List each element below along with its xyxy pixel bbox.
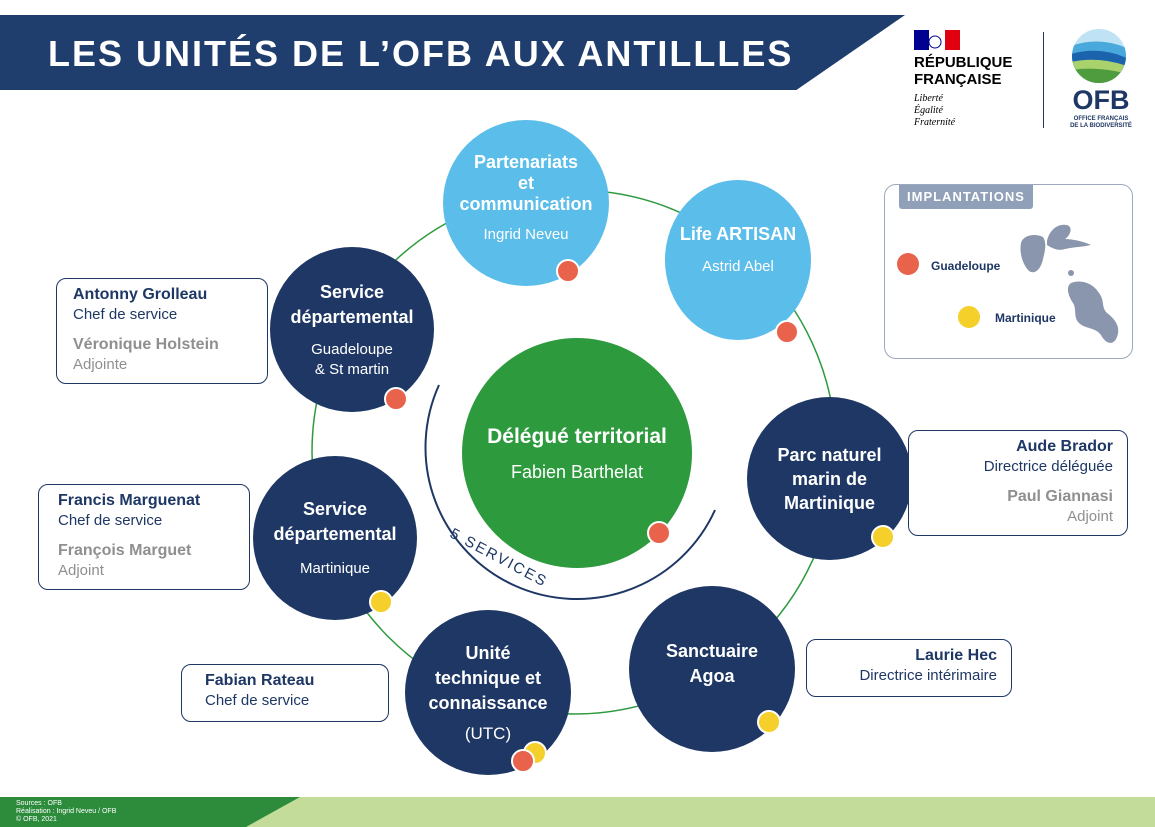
card-parc: Aude Brador Directrice déléguée Paul Gia… bbox=[908, 430, 1128, 536]
footer-accent bbox=[0, 797, 300, 827]
utc-title-1: Unité bbox=[465, 643, 511, 663]
sd-guadeloupe-title-1: Service bbox=[319, 281, 385, 302]
partenariats-title-2: et bbox=[517, 172, 534, 193]
sd-martinique-martinique-dot bbox=[369, 590, 393, 614]
card-parc-name1: Aude Brador bbox=[1016, 438, 1113, 455]
footer-copyright: © OFB, 2021 bbox=[16, 816, 57, 823]
inner-arc bbox=[424, 384, 716, 600]
sanctuaire-title-2: Agoa bbox=[689, 666, 735, 686]
utc-sub: (UTC) bbox=[464, 724, 512, 743]
republique-francaise-logo: RÉPUBLIQUE FRANÇAISE Liberté Égalité Fra… bbox=[914, 30, 1044, 130]
card-sd-martinique-name2: François Marguet bbox=[58, 542, 192, 559]
implantations-panel: IMPLANTATIONS Guadeloupe Martinique bbox=[884, 184, 1133, 359]
guadeloupe-island-map bbox=[1020, 224, 1091, 276]
center-title: Délégué territorial bbox=[487, 425, 667, 448]
utc-guadeloupe-dot bbox=[511, 749, 535, 773]
sd-martinique-title-2: départemental bbox=[273, 524, 397, 544]
ofb-logo-sub1: OFFICE FRANÇAIS bbox=[1073, 116, 1129, 122]
card-sd-martinique-role1: Chef de service bbox=[58, 512, 163, 529]
republique-line2: FRANÇAISE bbox=[914, 71, 1002, 88]
parc-title-1: Parc naturel bbox=[777, 444, 882, 465]
card-sd-guadeloupe: Antonny Grolleau Chef de service Véroniq… bbox=[56, 278, 268, 384]
republique-line1: RÉPUBLIQUE bbox=[914, 54, 1013, 71]
ofb-logo: OFB OFFICE FRANÇAIS DE LA BIODIVERSITÉ bbox=[1058, 28, 1148, 133]
life-artisan-circle: Life ARTISAN Astrid Abel bbox=[665, 180, 811, 340]
card-sd-guadeloupe-name2: Véronique Holstein bbox=[73, 336, 219, 353]
parc-title-2: marin de bbox=[791, 468, 868, 489]
sd-martinique-sub: Martinique bbox=[299, 560, 371, 577]
card-utc-name1: Fabian Rateau bbox=[205, 672, 315, 689]
life-artisan-guadeloupe-dot bbox=[775, 320, 799, 344]
life-artisan-lead: Astrid Abel bbox=[702, 257, 774, 275]
parc-martinique-dot bbox=[871, 525, 895, 549]
card-parc-role2: Adjoint bbox=[1067, 508, 1113, 525]
motto-fraternite: Fraternité bbox=[914, 117, 956, 128]
sd-guadeloupe-title-2: départemental bbox=[290, 306, 414, 327]
service-departemental-guadeloupe-circle: Service départemental Guadeloupe & St ma… bbox=[270, 247, 434, 412]
motto-liberte: Liberté bbox=[914, 93, 943, 104]
card-parc-role1: Directrice déléguée bbox=[983, 458, 1113, 475]
sd-guadeloupe-sub-1: Guadeloupe bbox=[311, 340, 393, 358]
card-parc-name2: Paul Giannasi bbox=[1007, 488, 1113, 505]
legend-guadeloupe-dot bbox=[897, 253, 919, 275]
card-utc: Fabian Rateau Chef de service bbox=[181, 664, 389, 722]
card-sanctuaire-name1: Laurie Hec bbox=[915, 647, 997, 664]
page-title: LES UNITÉS DE L’OFB AUX ANTILLLES bbox=[48, 33, 794, 74]
ofb-logo-sub2: DE LA BIODIVERSITÉ bbox=[1070, 123, 1132, 129]
life-artisan-title: Life ARTISAN bbox=[679, 223, 797, 244]
partenariats-title-1: Partenariats bbox=[473, 151, 579, 172]
martinique-island-map bbox=[1067, 281, 1119, 343]
partenariats-communication-circle: Partenariats et communication Ingrid Nev… bbox=[443, 120, 609, 286]
card-sd-guadeloupe-role1: Chef de service bbox=[73, 306, 178, 323]
logo-divider bbox=[1043, 32, 1044, 128]
sanctuaire-title-1: Sanctuaire bbox=[665, 641, 759, 661]
parc-title-3: Martinique bbox=[783, 492, 875, 513]
ofb-emblem-icon bbox=[1072, 29, 1126, 83]
card-sd-guadeloupe-role2: Adjointe bbox=[73, 356, 128, 373]
partenariats-guadeloupe-dot bbox=[556, 259, 580, 283]
center-guadeloupe-dot bbox=[647, 521, 671, 545]
utc-title-3: connaissance bbox=[428, 693, 548, 713]
sanctuaire-martinique-dot bbox=[757, 710, 781, 734]
card-sd-guadeloupe-name1: Antonny Grolleau bbox=[73, 286, 208, 303]
center-name: Fabien Barthelat bbox=[510, 462, 644, 482]
sd-guadeloupe-guadeloupe-dot bbox=[384, 387, 408, 411]
legend-martinique-dot bbox=[958, 306, 980, 328]
motto-egalite: Égalité bbox=[914, 105, 943, 116]
marianne-flag-icon bbox=[914, 30, 960, 50]
implantations-title: IMPLANTATIONS bbox=[899, 185, 1033, 209]
legend-martinique-label: Martinique bbox=[995, 311, 1056, 325]
card-sanctuaire: Laurie Hec Directrice intérimaire bbox=[806, 639, 1012, 697]
legend-guadeloupe-label: Guadeloupe bbox=[931, 259, 1001, 273]
partenariats-title-3: communication bbox=[459, 193, 593, 214]
card-sanctuaire-role1: Directrice intérimaire bbox=[859, 667, 997, 684]
service-departemental-martinique-circle: Service départemental Martinique bbox=[253, 456, 417, 620]
footer-credits: Sources : OFB Réalisation : Ingrid Neveu… bbox=[16, 800, 116, 824]
utc-title-2: technique et bbox=[434, 668, 541, 688]
ofb-logo-text: OFB bbox=[1072, 85, 1130, 115]
card-sd-martinique: Francis Marguenat Chef de service Franço… bbox=[38, 484, 250, 590]
footer-realisation: Réalisation : Ingrid Neveu / OFB bbox=[16, 808, 117, 815]
sd-guadeloupe-sub-2: & St martin bbox=[314, 360, 390, 378]
card-sd-martinique-name1: Francis Marguenat bbox=[58, 492, 201, 509]
title-banner bbox=[0, 15, 905, 90]
card-utc-role1: Chef de service bbox=[205, 692, 310, 709]
partenariats-lead: Ingrid Neveu bbox=[483, 225, 569, 243]
sd-martinique-title-1: Service bbox=[302, 499, 368, 519]
card-sd-martinique-role2: Adjoint bbox=[58, 562, 104, 579]
footer-sources: Sources : OFB bbox=[16, 800, 62, 807]
